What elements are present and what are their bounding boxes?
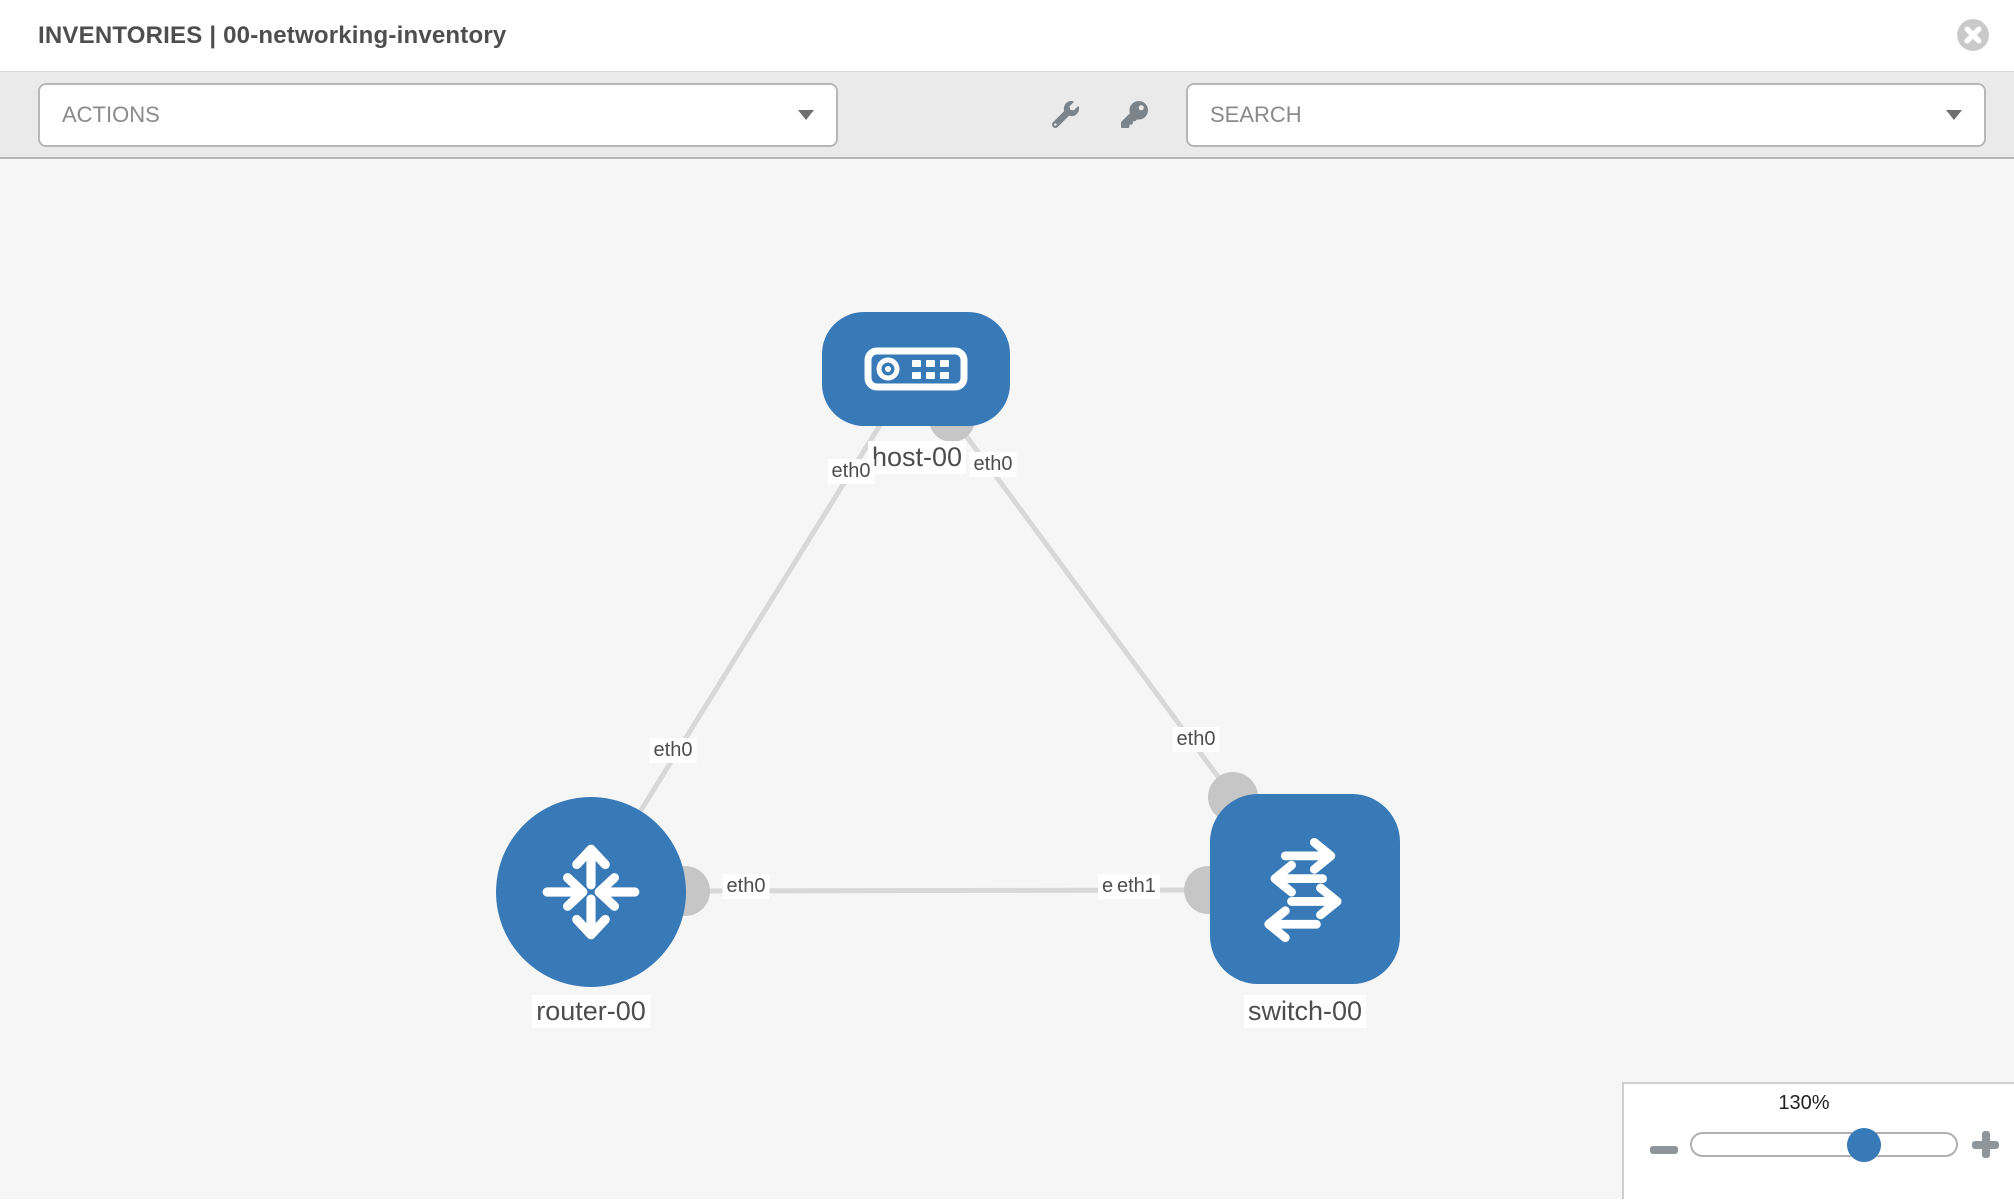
server-icon — [864, 347, 968, 391]
zoom-level: 130% — [1778, 1092, 1830, 1114]
toolbar: ACTIONS SEARCH — [0, 72, 2014, 159]
actions-dropdown[interactable]: ACTIONS — [38, 82, 838, 147]
interface-label-eth0: eth0 — [1172, 727, 1220, 752]
interface-label-eth0: eth0 — [649, 738, 697, 763]
caret-down-icon — [798, 109, 814, 120]
zoom-slider[interactable] — [1690, 1128, 1958, 1162]
key-icon[interactable] — [1121, 101, 1148, 128]
node-router-00[interactable] — [496, 797, 686, 987]
caret-down-icon — [1946, 109, 1962, 120]
interface-label-eth0: eth0 — [827, 459, 875, 484]
node-host-00[interactable] — [822, 312, 1010, 426]
page-header: INVENTORIES | 00-networking-inventory — [0, 0, 2014, 72]
interface-label-eth0: eth0 — [969, 452, 1017, 477]
zoom-panel: 130% — [1622, 1082, 2014, 1199]
topology-canvas[interactable]: host-00 router-00 switch-00 eth0 eth0 et… — [0, 159, 2014, 1199]
zoom-in-icon[interactable] — [1972, 1131, 1999, 1158]
search-dropdown[interactable]: SEARCH — [1186, 82, 1986, 147]
zoom-out-icon[interactable] — [1650, 1136, 1678, 1164]
page-title: INVENTORIES | 00-networking-inventory — [38, 21, 507, 49]
switch-icon — [1264, 837, 1342, 943]
node-label-host: host-00 — [867, 441, 967, 475]
interface-label-eth1: eth1 — [1113, 874, 1160, 899]
zoom-slider-knob[interactable] — [1847, 1128, 1881, 1162]
topology-links-layer — [617, 396, 1258, 916]
wrench-icon[interactable] — [1051, 101, 1079, 129]
close-icon[interactable] — [1956, 18, 1990, 52]
node-label-switch: switch-00 — [1243, 995, 1367, 1029]
actions-dropdown-label: ACTIONS — [62, 101, 160, 127]
search-placeholder: SEARCH — [1210, 101, 1302, 127]
router-icon — [542, 844, 640, 940]
node-label-router: router-00 — [532, 995, 650, 1029]
interface-label-eth0: eth0 — [722, 874, 770, 899]
node-switch-00[interactable] — [1210, 794, 1400, 984]
